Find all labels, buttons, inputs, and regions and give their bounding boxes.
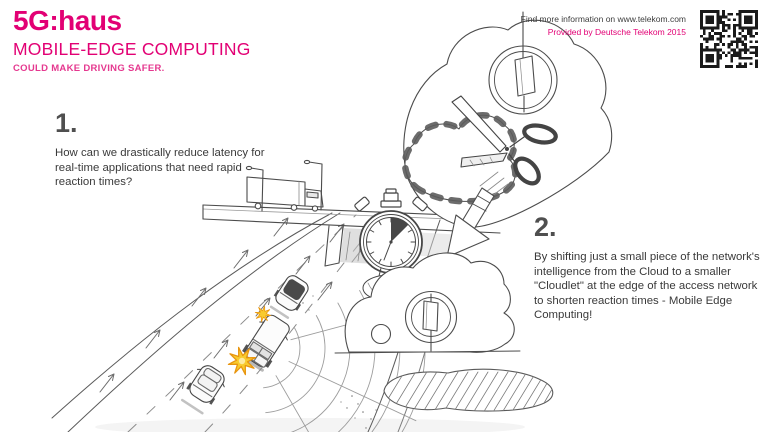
car-sketch xyxy=(180,365,225,415)
info-line-provider: Provided by Deutsche Telekom 2015 xyxy=(547,26,686,37)
lane-arrows xyxy=(99,217,367,401)
page-subtitle: COULD MAKE DRIVING SAFER. xyxy=(13,62,165,74)
antenna-icon xyxy=(488,11,558,115)
step-2: 2. By shifting just a small piece of the… xyxy=(534,214,768,323)
ground-wash xyxy=(95,418,525,432)
street-lamp-icon xyxy=(245,159,323,212)
step-number: 1. xyxy=(55,108,78,138)
step-text: By shifting just a small piece of the ne… xyxy=(534,251,760,322)
down-arrow-icon xyxy=(446,187,495,258)
puddle-sketch xyxy=(383,368,554,412)
cloudlet-icon xyxy=(334,252,521,354)
roadside-speckles xyxy=(302,295,377,429)
step-number: 2. xyxy=(534,212,557,242)
page-title: MOBILE-EDGE COMPUTING xyxy=(13,38,251,59)
vehicles xyxy=(180,275,309,415)
brand-logo: 5G:haus xyxy=(13,5,122,36)
qr-code xyxy=(700,10,758,68)
step-text: How can we drastically reduce latency fo… xyxy=(55,147,265,189)
info-line-url: Find more information on www.telekom.com xyxy=(520,14,686,24)
info-block: Find more information on www.telekom.com… xyxy=(521,13,686,39)
antenna-icon xyxy=(404,290,458,352)
scissors-icon xyxy=(451,95,558,186)
car-dark-sketch xyxy=(269,275,309,319)
hazard-flash-icon xyxy=(224,304,273,379)
header: 5G:haus MOBILE-EDGE COMPUTING COULD MAKE… xyxy=(13,5,251,74)
step-1: 1. How can we drastically reduce latency… xyxy=(55,110,287,190)
truck-sketch xyxy=(246,176,324,212)
